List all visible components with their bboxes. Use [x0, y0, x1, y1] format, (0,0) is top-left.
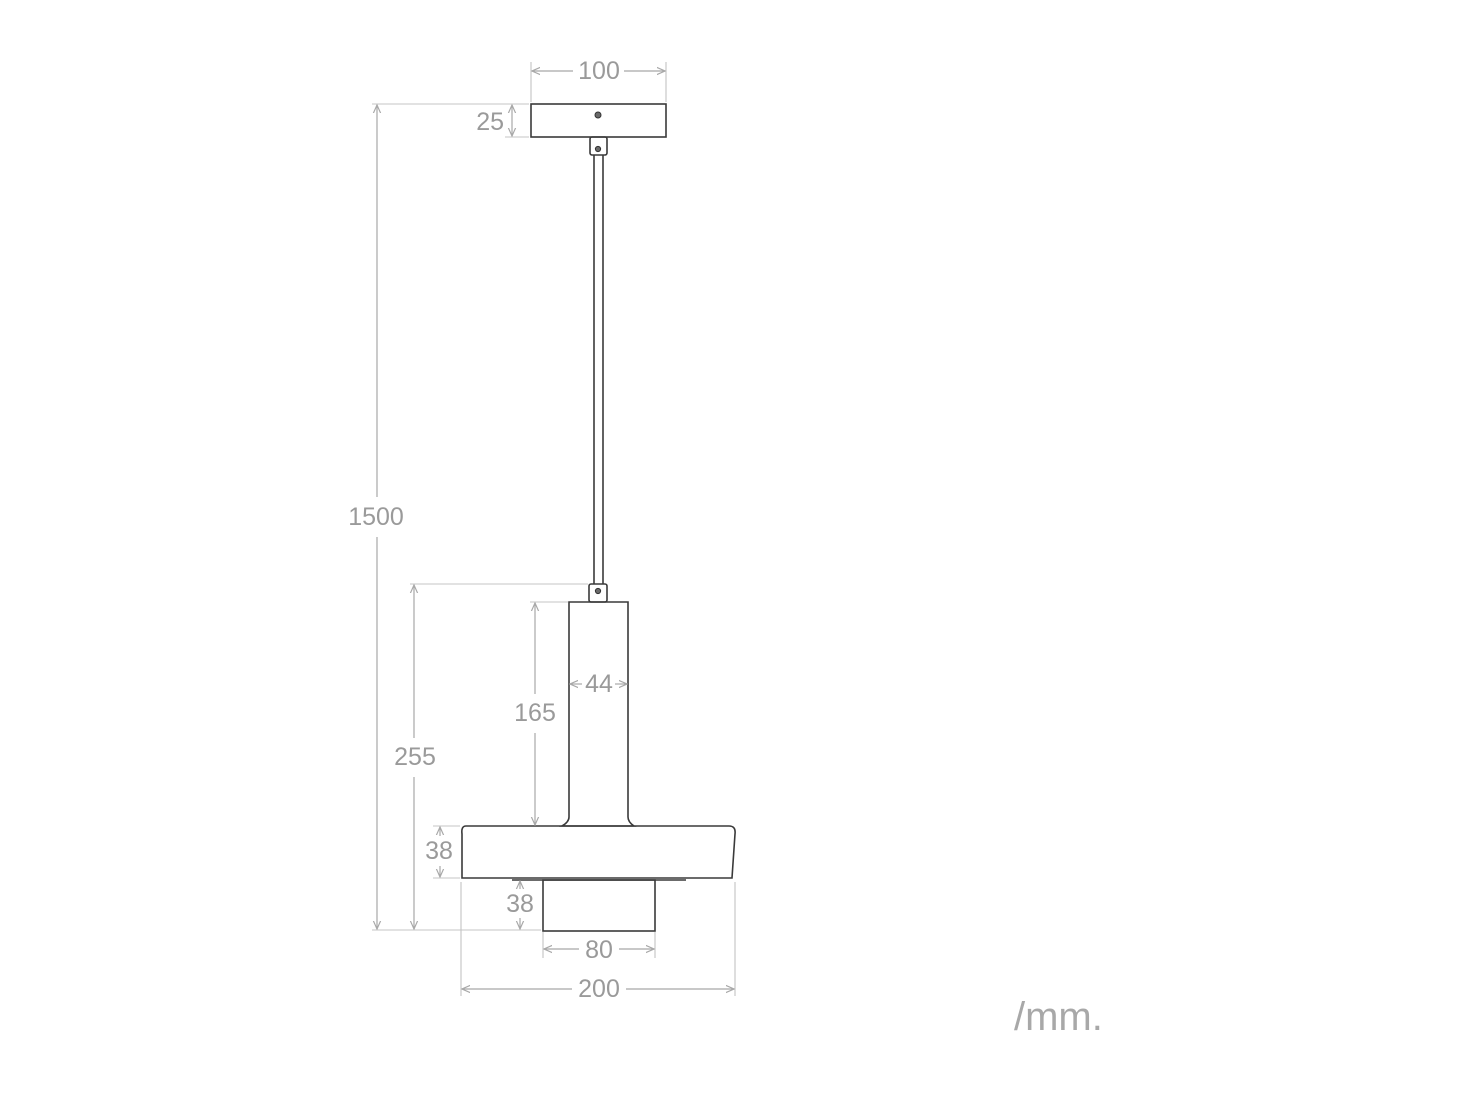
dim-label-socket-width: 80 [585, 936, 613, 964]
dim-label-shade-height: 38 [425, 837, 453, 865]
dim-label-body-height: 255 [394, 743, 436, 771]
body-bracket-screw [594, 587, 602, 595]
dim-label-total-height: 1500 [348, 503, 404, 531]
socket-cup [542, 879, 656, 932]
canopy-screw [594, 111, 602, 119]
lamp-stem [558, 601, 637, 827]
dim-label-stem-width: 44 [585, 670, 613, 698]
dim-label-canopy-width: 100 [578, 57, 620, 85]
ceiling-canopy [530, 103, 667, 138]
dim-label-socket-height: 38 [506, 890, 534, 918]
dim-label-stem-height: 165 [514, 699, 556, 727]
unit-label: /mm. [1014, 995, 1103, 1039]
dim-label-shade-width: 200 [578, 975, 620, 1003]
dim-label-canopy-height: 25 [476, 108, 504, 136]
canopy-bracket [589, 136, 608, 156]
dimension-labels: 100 25 1500 255 165 44 38 38 80 200 [348, 57, 620, 1003]
lamp-outline [461, 103, 736, 932]
canopy-bracket-screw [594, 145, 602, 153]
dimension-lines [372, 62, 736, 996]
lamp-shade [461, 825, 736, 879]
